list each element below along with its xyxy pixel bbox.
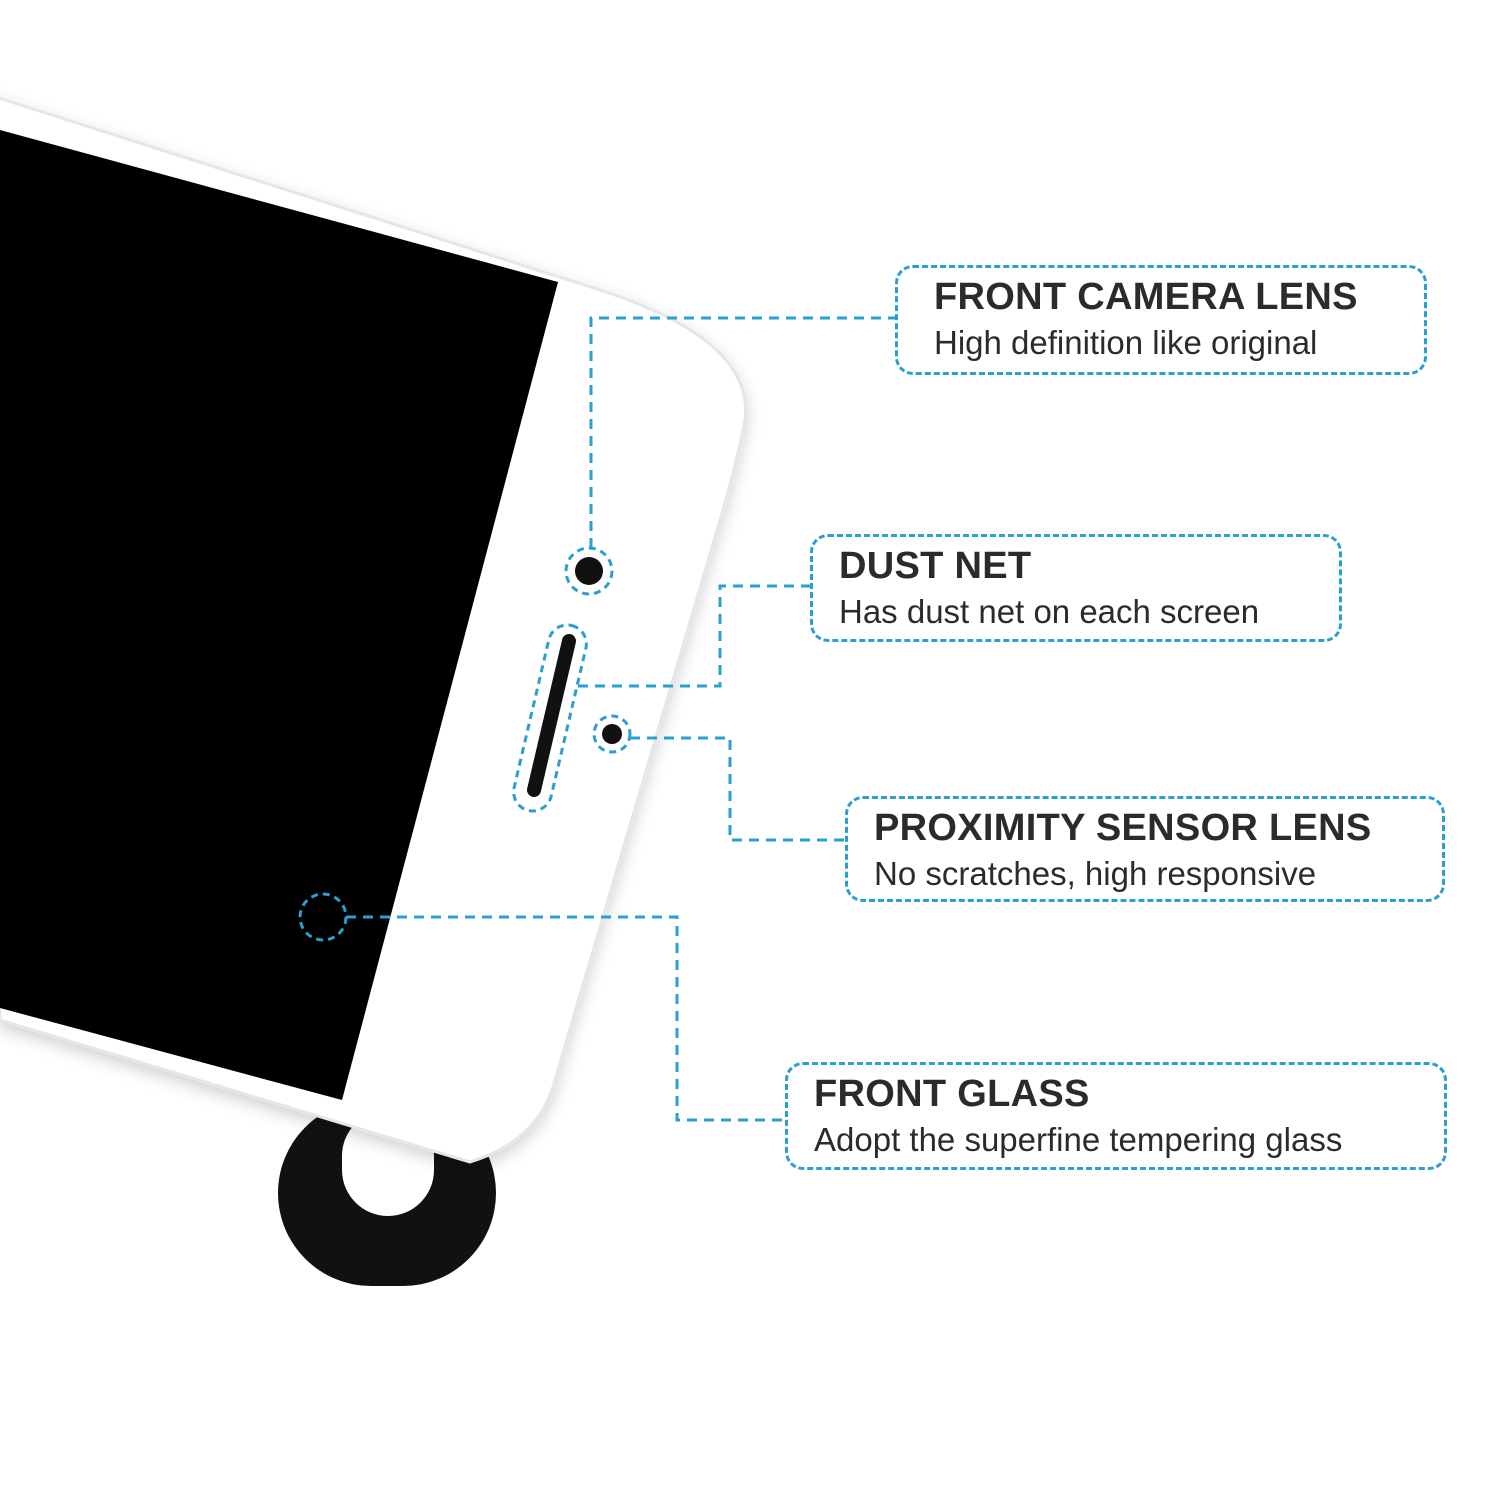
callout-front-glass: FRONT GLASS Adopt the superfine temperin… — [785, 1062, 1447, 1170]
callout-description: Has dust net on each screen — [839, 593, 1260, 630]
callout-dust-net: DUST NET Has dust net on each screen — [810, 534, 1342, 642]
proximity-sensor-lens — [602, 724, 622, 744]
front-camera-lens — [575, 557, 603, 585]
display-screen — [0, 130, 558, 1100]
callout-title: DUST NET — [839, 545, 1032, 587]
callout-description: High definition like original — [934, 324, 1318, 361]
callout-proximity-sensor-lens: PROXIMITY SENSOR LENS No scratches, high… — [845, 796, 1445, 902]
callout-description: No scratches, high responsive — [874, 855, 1317, 892]
leader-line-dust-net — [578, 584, 810, 688]
leader-line-proximity-sensor — [630, 736, 845, 842]
callout-front-camera-lens: FRONT CAMERA LENS High definition like o… — [895, 265, 1427, 375]
leader-line-front-glass — [346, 915, 785, 1122]
callout-title: PROXIMITY SENSOR LENS — [874, 807, 1372, 849]
callout-title: FRONT GLASS — [814, 1073, 1090, 1115]
callout-title: FRONT CAMERA LENS — [934, 276, 1358, 318]
front-camera-highlight-ring — [564, 546, 614, 596]
callout-description: Adopt the superfine tempering glass — [814, 1121, 1343, 1158]
earpiece-dust-net — [527, 634, 576, 797]
dust-net-highlight-ring — [512, 623, 588, 813]
proximity-sensor-highlight-ring — [592, 714, 632, 754]
leader-line-front-camera — [589, 316, 895, 548]
